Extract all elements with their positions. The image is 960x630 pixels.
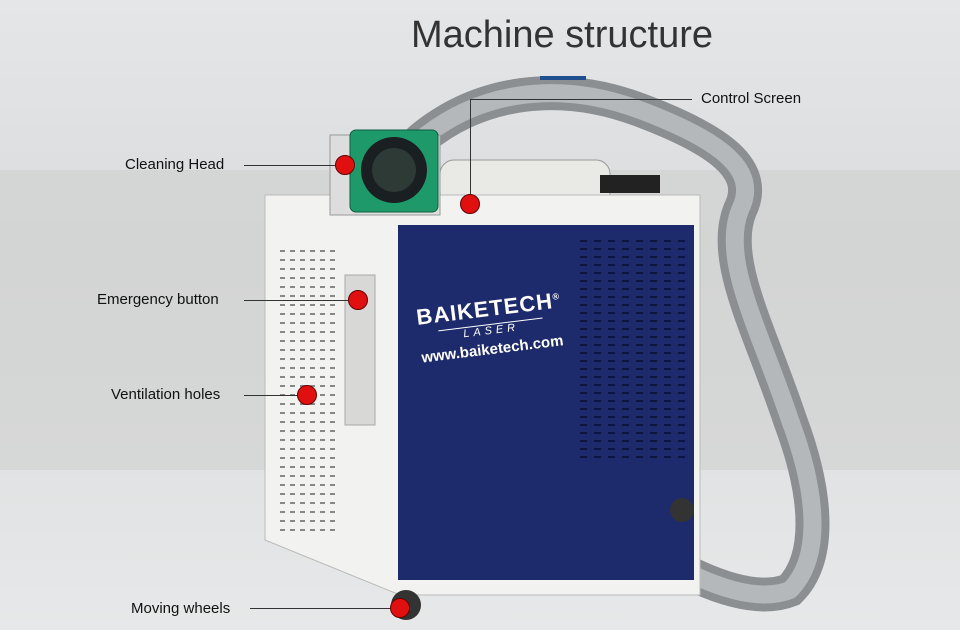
leader-line [244, 300, 357, 301]
leader-line [470, 99, 471, 204]
marker-dot [297, 385, 317, 405]
leader-line [244, 395, 306, 396]
title-underline [540, 76, 586, 80]
callout-control-screen: Control Screen [701, 90, 802, 107]
marker-dot [335, 155, 355, 175]
callout-ventilation-holes: Ventilation holes [111, 386, 221, 403]
marker-dot [390, 598, 410, 618]
marker-dot [460, 194, 480, 214]
callout-cleaning-head: Cleaning Head [125, 156, 225, 173]
leader-line [250, 608, 398, 609]
front-panel [398, 225, 694, 580]
ventilation-holes: /* holes drawn below */ [280, 240, 685, 531]
leader-line [244, 165, 344, 166]
page-title: Machine structure [410, 14, 713, 56]
brand-reg: ® [551, 290, 561, 302]
callout-emergency-button: Emergency button [97, 291, 219, 308]
leader-line [470, 99, 692, 100]
marker-dot [348, 290, 368, 310]
callout-moving-wheels: Moving wheels [131, 600, 231, 617]
